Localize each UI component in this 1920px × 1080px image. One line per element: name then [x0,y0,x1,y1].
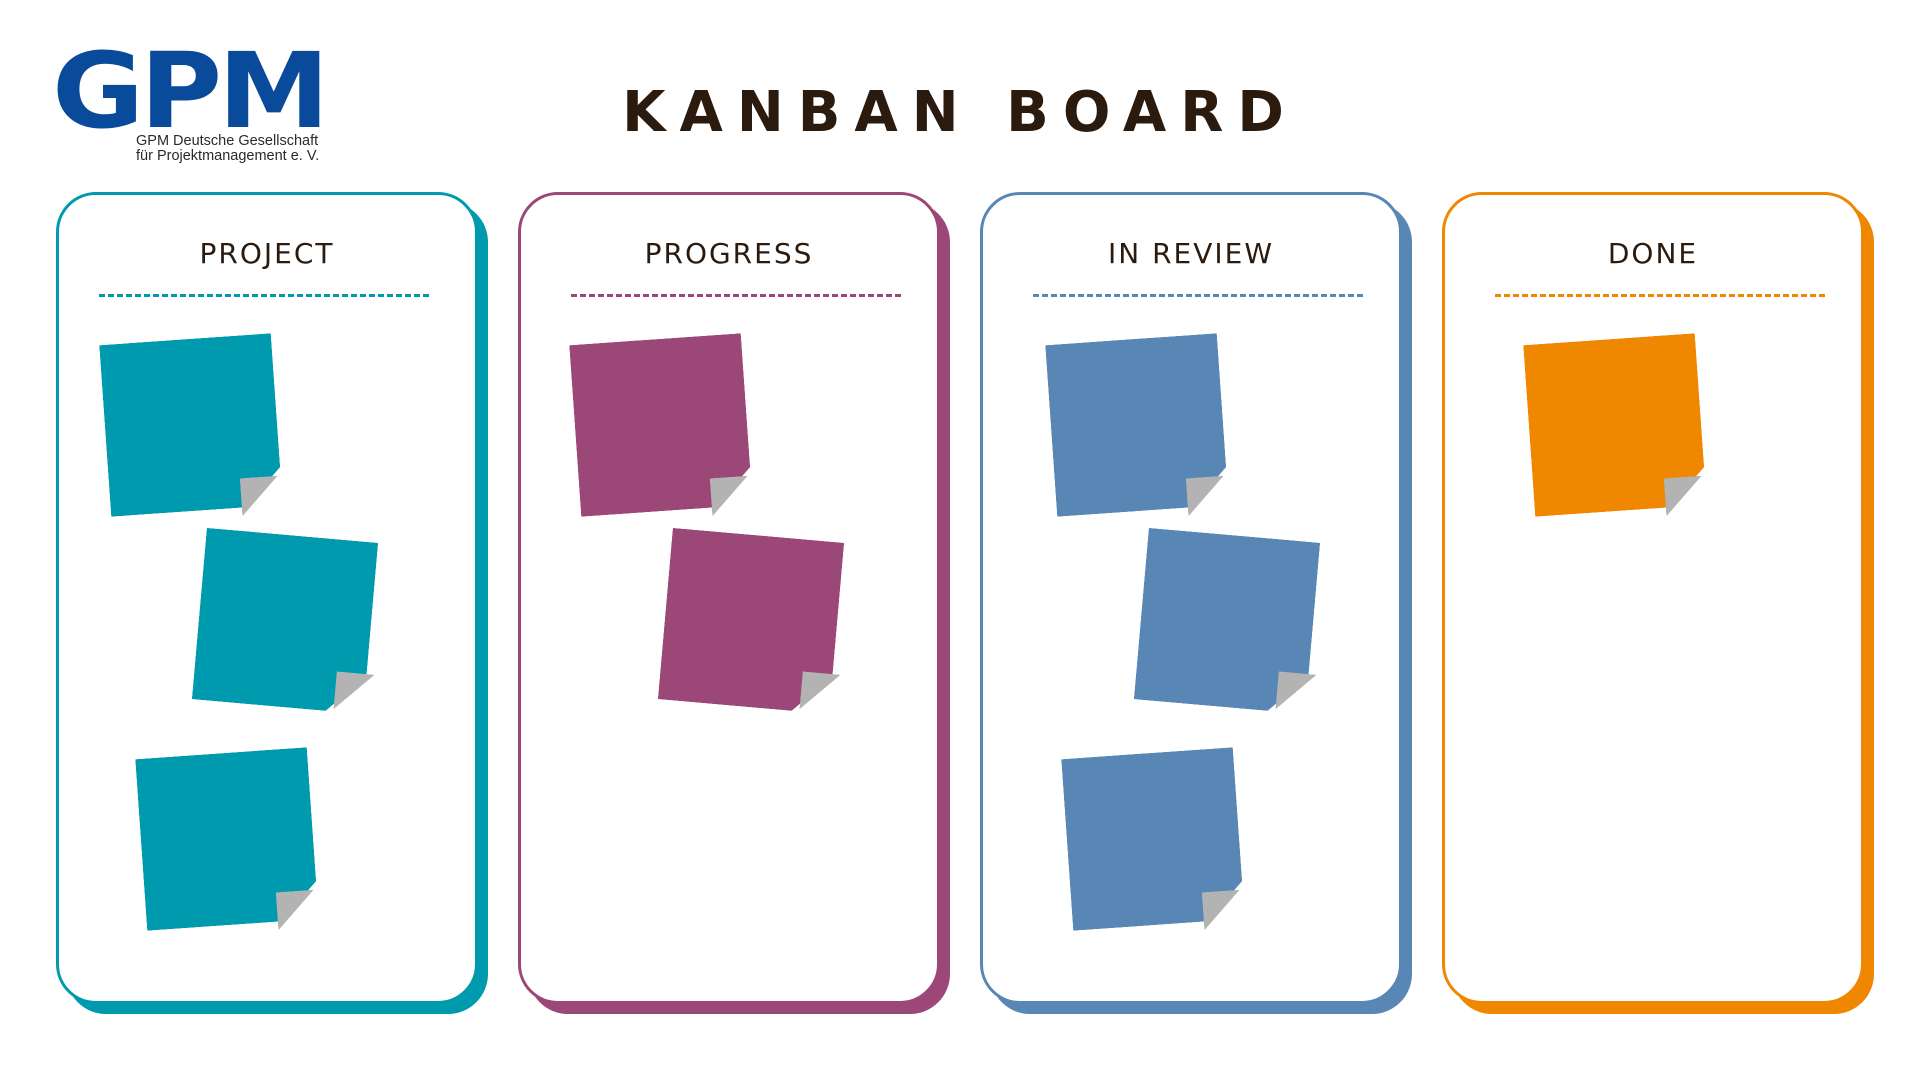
column-label-project: PROJECT [199,237,335,270]
note-fold-icon [333,671,374,712]
gpm-logo: GPM GPM Deutsche Gesellschaft für Projek… [52,39,352,168]
column-divider [1033,294,1363,297]
column-label-done: DONE [1607,237,1699,270]
gpm-logo-mark: GPM [52,30,330,152]
column-project: PROJECT [56,192,478,1004]
note-fold-icon [1186,476,1227,517]
gpm-logo-line-1: GPM Deutsche Gesellschaft [136,133,319,149]
column-label-in-review: IN REVIEW [1107,237,1275,270]
column-in-review: IN REVIEW [980,192,1402,1004]
gpm-logo-line-2: für Projektmanagement e. V. [136,148,320,164]
column-divider [571,294,901,297]
column-divider [99,294,429,297]
note-fold-icon [1202,890,1243,931]
column-label-progress: PROGRESS [644,237,814,270]
note-fold-icon [1275,671,1316,712]
note-fold-icon [276,890,317,931]
gpm-logo-subtitle: GPM Deutsche Gesellschaft für Projektman… [136,134,319,164]
column-divider [1495,294,1825,297]
page-title: KANBAN BOARD [622,80,1298,145]
column-done: DONE [1442,192,1864,1004]
note-fold-icon [799,671,840,712]
note-fold-icon [240,476,281,517]
note-fold-icon [710,476,751,517]
column-progress: PROGRESS [518,192,940,1004]
note-fold-icon [1664,476,1705,517]
